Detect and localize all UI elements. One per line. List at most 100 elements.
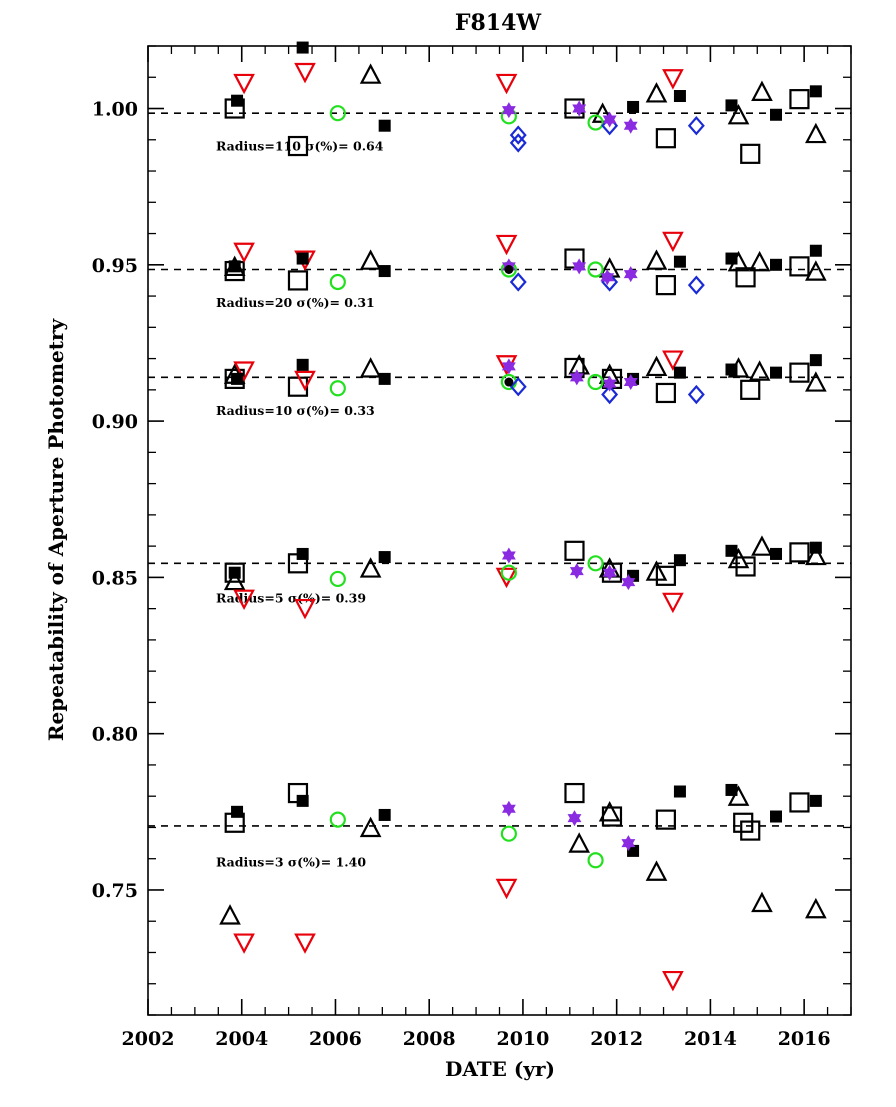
filled-circle-point bbox=[504, 264, 514, 274]
filled-square-point bbox=[378, 808, 391, 821]
open-triangle-point bbox=[805, 122, 827, 144]
star-point bbox=[572, 262, 587, 275]
filled-square-point bbox=[725, 544, 738, 557]
open-triangle-point bbox=[645, 82, 668, 103]
open-square-point bbox=[740, 820, 761, 841]
filled-square-point bbox=[378, 119, 391, 132]
filled-square-point bbox=[673, 366, 686, 379]
diamond-point bbox=[509, 377, 527, 397]
radius-annotation: Radius=5 σ(%)= 0.39 bbox=[216, 590, 366, 605]
radius-annotation: Radius=3 σ(%)= 1.40 bbox=[216, 855, 366, 870]
filled-square-point bbox=[770, 258, 783, 271]
star-point bbox=[621, 839, 636, 852]
filled-square-point bbox=[770, 810, 783, 823]
open-triangle-point bbox=[727, 103, 750, 125]
diamond-point bbox=[687, 116, 705, 136]
star-point bbox=[569, 373, 584, 386]
data-points bbox=[219, 41, 827, 992]
filled-square-point bbox=[296, 252, 309, 265]
open-triangle-point bbox=[359, 357, 382, 378]
x-tick-label: 2014 bbox=[684, 1028, 737, 1050]
radius-annotation: Radius=110 σ(%)= 0.64 bbox=[216, 139, 384, 154]
down-triangle-point bbox=[233, 589, 255, 611]
circle-point bbox=[500, 825, 517, 842]
open-triangle-point bbox=[359, 249, 382, 270]
y-tick-label: 0.90 bbox=[92, 411, 138, 433]
star-point bbox=[572, 104, 587, 117]
plot-frame bbox=[147, 45, 852, 1016]
y-tick-label: 0.95 bbox=[92, 255, 138, 277]
y-tick-label: 0.80 bbox=[92, 724, 138, 746]
radius-annotation: Radius=20 σ(%)= 0.31 bbox=[216, 295, 375, 310]
star-point bbox=[623, 121, 638, 134]
open-square-point bbox=[655, 275, 676, 296]
open-square-point bbox=[655, 128, 676, 149]
diamond-point bbox=[509, 125, 527, 145]
open-triangle-point bbox=[645, 560, 668, 581]
open-square-point bbox=[655, 809, 676, 830]
filled-square-point bbox=[673, 255, 686, 268]
circle-point bbox=[587, 261, 604, 278]
open-triangle-point bbox=[805, 371, 827, 392]
filled-square-point bbox=[770, 108, 783, 121]
filled-square-point bbox=[809, 541, 822, 554]
star-point bbox=[600, 273, 615, 286]
open-square-point bbox=[789, 89, 810, 110]
star-point bbox=[501, 551, 516, 564]
star-point bbox=[567, 814, 582, 827]
diamond-point bbox=[687, 384, 705, 405]
filled-circle-point bbox=[504, 377, 514, 387]
circle-point bbox=[587, 852, 604, 869]
circle-point bbox=[329, 380, 346, 397]
filled-square-point bbox=[231, 372, 244, 385]
x-tick-label: 2010 bbox=[496, 1028, 549, 1050]
open-triangle-point bbox=[645, 355, 668, 377]
open-triangle-point bbox=[751, 891, 773, 913]
filled-square-point bbox=[725, 363, 738, 376]
star-point bbox=[501, 106, 516, 119]
down-triangle-point bbox=[495, 878, 518, 900]
open-triangle-point bbox=[727, 547, 750, 569]
open-square-point bbox=[740, 379, 761, 400]
open-triangle-point bbox=[598, 801, 621, 822]
filled-square-point bbox=[231, 805, 244, 818]
y-axis-label: Repeatability of Aperture Photometry bbox=[44, 317, 68, 741]
down-triangle-point bbox=[495, 73, 518, 95]
down-triangle-point bbox=[495, 567, 518, 589]
open-square-point bbox=[733, 812, 754, 833]
x-tick-label: 2008 bbox=[403, 1028, 456, 1050]
open-triangle-point bbox=[751, 535, 773, 556]
x-tick-label: 2006 bbox=[309, 1028, 362, 1050]
filled-square-point bbox=[296, 794, 309, 807]
open-triangle-point bbox=[359, 557, 382, 578]
open-square-point bbox=[789, 542, 810, 563]
open-triangle-point bbox=[568, 832, 591, 853]
down-triangle-point bbox=[233, 242, 255, 264]
chart-title: F814W bbox=[455, 10, 542, 36]
open-triangle-point bbox=[805, 260, 827, 281]
down-triangle-point bbox=[294, 598, 316, 620]
filled-square-point bbox=[378, 551, 391, 564]
diamond-point bbox=[509, 133, 527, 153]
circle-point bbox=[329, 570, 346, 588]
circle-point bbox=[500, 564, 517, 581]
star-point bbox=[569, 567, 584, 580]
filled-square-point bbox=[378, 265, 391, 278]
open-triangle-point bbox=[645, 249, 668, 270]
open-square-point bbox=[789, 792, 810, 813]
diamond-point bbox=[601, 384, 619, 405]
filled-square-point bbox=[673, 90, 686, 103]
star-point bbox=[621, 578, 636, 591]
star-point bbox=[602, 379, 617, 392]
down-triangle-point bbox=[662, 69, 684, 90]
down-triangle-point bbox=[294, 933, 316, 954]
open-triangle-point bbox=[359, 63, 382, 84]
x-axis-label: DATE (yr) bbox=[445, 1057, 555, 1081]
filled-square-point bbox=[296, 358, 309, 371]
y-tick-label: 0.75 bbox=[92, 880, 138, 902]
filled-square-point bbox=[228, 260, 241, 273]
down-triangle-point bbox=[233, 361, 255, 382]
x-tick-label: 2002 bbox=[122, 1028, 175, 1050]
